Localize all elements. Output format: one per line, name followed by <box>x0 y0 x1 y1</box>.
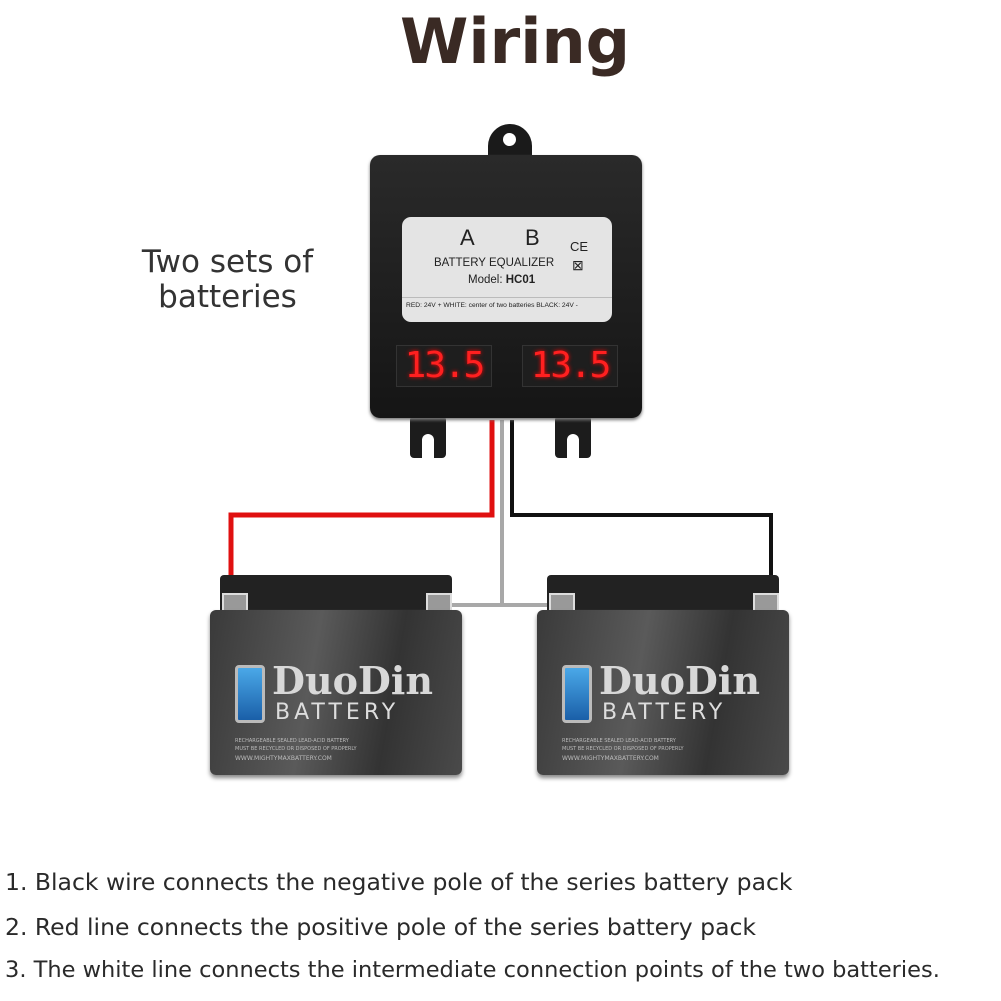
note-1: 1. Black wire connects the negative pole… <box>5 868 793 896</box>
mounting-foot <box>410 416 446 458</box>
wire-legend: RED: 24V + WHITE: center of two batterie… <box>406 302 578 309</box>
side-label: Two sets of batteries <box>120 245 335 315</box>
red-wire <box>228 420 495 600</box>
model-number: HC01 <box>505 274 536 286</box>
ce-mark-icon: CE <box>570 239 589 254</box>
label-a: A <box>460 225 475 250</box>
recycle-bin-icon: ⊠ <box>572 257 584 273</box>
battery-sub: BATTERY <box>275 700 400 725</box>
note-2: 2. Red line connects the positive pole o… <box>5 913 757 941</box>
mounting-foot <box>555 416 591 458</box>
battery-left: DuoDin BATTERY RECHARGEABLE SEALED LEAD-… <box>210 575 462 775</box>
side-label-line: batteries <box>158 279 297 315</box>
device-model: Model: HC01 <box>468 274 535 286</box>
battery-fine-print: MUST BE RECYCLED OR DISPOSED OF PROPERLY <box>235 746 357 752</box>
model-prefix: Model: <box>468 274 503 286</box>
black-wire <box>510 420 773 600</box>
battery-url: WWW.MIGHTYMAXBATTERY.COM <box>235 755 332 762</box>
battery-url: WWW.MIGHTYMAXBATTERY.COM <box>562 755 659 762</box>
voltage-display-a: 13.5 <box>396 345 492 387</box>
battery-sub: BATTERY <box>602 700 727 725</box>
battery-fine-print: RECHARGEABLE SEALED LEAD-ACID BATTERY <box>562 738 676 744</box>
battery-brand: DuoDin <box>272 658 433 703</box>
side-label-line: Two sets of <box>141 244 314 280</box>
title: Wiring <box>400 5 630 78</box>
battery-fine-print: MUST BE RECYCLED OR DISPOSED OF PROPERLY <box>562 746 684 752</box>
label-b: B <box>525 225 540 250</box>
battery-right: DuoDin BATTERY RECHARGEABLE SEALED LEAD-… <box>537 575 789 775</box>
device-name: BATTERY EQUALIZER <box>434 257 555 269</box>
battery-fine-print: RECHARGEABLE SEALED LEAD-ACID BATTERY <box>235 738 349 744</box>
voltage-display-b: 13.5 <box>522 345 618 387</box>
battery-brand: DuoDin <box>599 658 760 703</box>
battery-icon <box>562 665 592 723</box>
battery-icon <box>235 665 265 723</box>
device-label: A B CE ⊠ BATTERY EQUALIZER Model: HC01 R… <box>402 217 612 322</box>
note-3: 3. The white line connects the intermedi… <box>5 957 940 983</box>
